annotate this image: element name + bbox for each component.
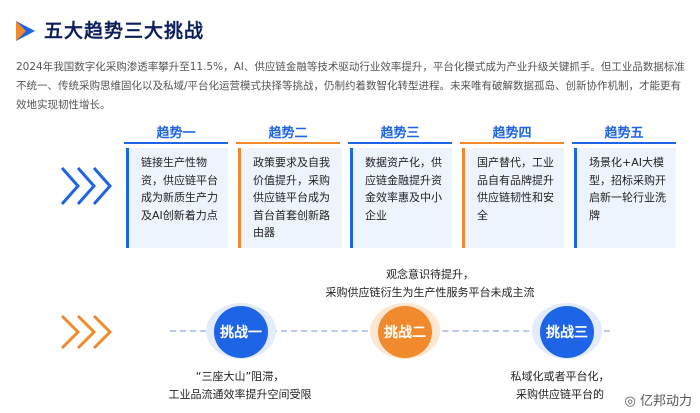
play-logo-icon xyxy=(16,21,35,41)
challenge-3-note-line-1: 私域化或者平台化， xyxy=(510,370,610,383)
watermark-text: 亿邦动力 xyxy=(639,394,692,409)
challenge-1-label: 挑战一 xyxy=(220,325,262,341)
trend-5-text: 场景化+AI大模型，招标采购开启新一轮行业洗牌 xyxy=(589,156,666,222)
challenge-2-label: 挑战二 xyxy=(384,325,426,341)
trend-3-title: 趋势三 xyxy=(380,126,420,141)
trend-2-title: 趋势二 xyxy=(268,126,308,141)
challenge-1-note: “三座大山”阻滞， 工业品流通效率提升空间受限 xyxy=(140,368,340,404)
challenge-3-circle: 挑战三 xyxy=(540,306,594,358)
trend-3-rule xyxy=(348,142,452,144)
challenge-3-note-line-2: 采购供应链平台的 xyxy=(516,388,604,401)
trend-5-title: 趋势五 xyxy=(604,126,644,141)
challenge-2-note: 观念意识待提升， 采购供应链衍生为生产性服务平台未成主流 xyxy=(310,266,550,302)
watermark-logo-icon: ◎ xyxy=(624,394,636,409)
trend-2-text: 政策要求及自我价值提升，采购供应链平台成为首台首套创新路由器 xyxy=(253,156,330,239)
trend-1-text: 链接生产性物资，供应链平台成为新质生产力及AI创新着力点 xyxy=(141,156,218,222)
intro-paragraph: 2024年我国数字化采购渗透率攀升至11.5%，AI、供应链金融等技术驱动行业效… xyxy=(16,61,685,111)
challenge-3-note: 私域化或者平台化， 采购供应链平台的 xyxy=(480,368,640,404)
trend-3-box: 数据资产化，供应链金融提升资金效率惠及中小企业 xyxy=(350,148,452,248)
trend-1-box: 链接生产性物资，供应链平台成为新质生产力及AI创新着力点 xyxy=(126,148,228,248)
trend-3-text: 数据资产化，供应链金融提升资金效率惠及中小企业 xyxy=(365,156,442,222)
trend-1-rule xyxy=(124,142,228,144)
trend-4-title: 趋势四 xyxy=(492,126,532,141)
watermark: ◎ 亿邦动力 xyxy=(625,390,693,409)
chevrons-orange-icon xyxy=(60,314,113,350)
trend-1-title: 趋势一 xyxy=(156,126,196,141)
trend-5-box: 场景化+AI大模型，招标采购开启新一轮行业洗牌 xyxy=(574,148,676,248)
page-title: 五大趋势三大挑战 xyxy=(44,20,205,42)
challenge-2-note-line-2: 采购供应链衍生为生产性服务平台未成主流 xyxy=(325,286,535,299)
challenge-1-note-line-2: 工业品流通效率提升空间受限 xyxy=(168,388,312,401)
challenge-3-label: 挑战三 xyxy=(546,325,588,341)
challenge-2-note-line-1: 观念意识待提升， xyxy=(386,268,474,281)
trend-4-box: 国产替代，工业品自有品牌提升供应链韧性和安全 xyxy=(462,148,564,248)
trend-2-rule xyxy=(236,142,340,144)
challenge-1-note-line-1: “三座大山”阻滞， xyxy=(195,370,285,383)
trend-4-rule xyxy=(460,142,564,144)
chevrons-blue-icon xyxy=(60,167,113,205)
trend-5-rule xyxy=(572,142,676,144)
trend-4-text: 国产替代，工业品自有品牌提升供应链韧性和安全 xyxy=(477,156,554,222)
challenge-2-circle: 挑战二 xyxy=(378,306,432,358)
trend-2-box: 政策要求及自我价值提升，采购供应链平台成为首台首套创新路由器 xyxy=(238,148,342,248)
challenge-1-circle: 挑战一 xyxy=(214,306,268,358)
